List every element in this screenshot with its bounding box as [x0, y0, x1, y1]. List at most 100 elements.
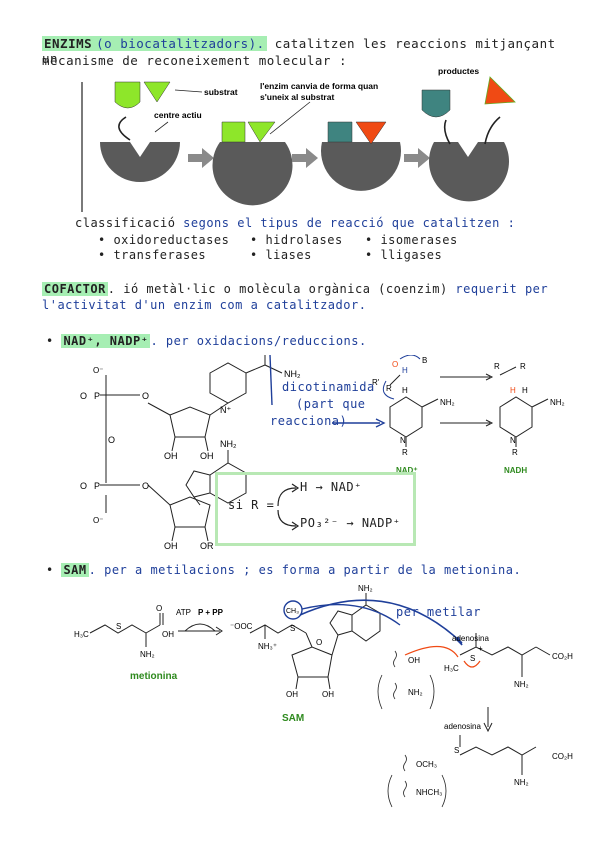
substrate-piece-1 — [114, 81, 141, 109]
nad-reactant-ring — [389, 396, 423, 438]
adenine-ring-2 — [185, 470, 211, 498]
chem-nh2-prod: NH₂ — [514, 680, 529, 689]
chem-nh2-met: NH₂ — [140, 650, 155, 659]
nad-structure: O⁻ P O O P O O O⁻ O NH₂ N⁺ OH OH NH₂ OH … — [80, 355, 565, 551]
centre-actiu-label: centre actiu — [154, 110, 202, 120]
enzims-rest: catalitzen les reaccions mitjançant un — [42, 36, 556, 66]
enzyme-diagram: substrat centre actiu l'enzim canvia de … — [81, 66, 516, 212]
note-leader — [269, 101, 311, 135]
cofactor-line1: COFACTOR. ió metàl·lic o molècula orgàni… — [42, 282, 549, 296]
chem-h-1: H — [402, 386, 408, 395]
ppp-label: P + PP — [198, 608, 224, 617]
bound-product-3a — [327, 121, 353, 143]
pyridine-ring — [209, 362, 247, 404]
chem-oh-nuc: OH — [408, 656, 420, 665]
chem-o-sam: O — [316, 638, 322, 647]
chem-r-5: R — [512, 448, 518, 457]
box-si: si R = — [228, 498, 275, 512]
chem-o-1: O — [80, 391, 87, 401]
chem-o-minus-2: O⁻ — [93, 516, 103, 525]
enzyme-shape-3 — [321, 142, 401, 191]
chem-o-3: O — [80, 481, 87, 491]
chem-h3c-1: H₃C — [74, 630, 89, 639]
class-item-6: • lligases — [365, 248, 443, 262]
chem-n-2: N — [510, 436, 516, 445]
class-item-5: • liases — [250, 248, 312, 262]
chem-o-4: O — [142, 481, 149, 491]
box-branch-arrows — [277, 483, 300, 531]
note-label-2: s'uneix al substrat — [260, 92, 334, 102]
chem-o-mech: O — [392, 360, 398, 369]
chem-nhch3: NHCH₃ — [416, 788, 442, 797]
sam-heading: • SAM. per a metilacions ; es forma a pa… — [46, 563, 522, 577]
r-substituent-box — [215, 472, 416, 546]
per-metilar-arrow — [299, 599, 463, 644]
chem-nh2-3: NH₂ — [440, 398, 455, 407]
substrate-piece-2 — [143, 81, 171, 103]
red-curve-arrow — [404, 645, 459, 658]
atp-label: ATP — [176, 608, 191, 617]
enzims-line2: mecanisme de reconeixement molecular : — [42, 53, 347, 68]
nadh-ring — [499, 396, 533, 438]
centre-actiu-leader — [154, 121, 169, 133]
metionina-label: metionina — [130, 671, 178, 682]
chem-h-mech: H — [402, 366, 408, 375]
chem-oh-sam-2: OH — [322, 690, 334, 699]
chem-nh3: NH₃⁺ — [258, 642, 277, 651]
nad-term: NAD⁺, NADP⁺ — [61, 334, 151, 348]
classif-rest: segons el tipus de reacció que catalitze… — [183, 216, 516, 230]
adenosina-label-1: adenosina — [452, 634, 489, 643]
chem-h3c-prod: H₃C — [444, 664, 459, 673]
chem-nh2-sam: NH₂ — [358, 585, 373, 593]
class-item-3: • isomerases — [365, 233, 458, 247]
chem-oh-sam-1: OH — [286, 690, 298, 699]
mech-curved-arrow — [382, 380, 395, 400]
chem-nh2-2: NH₂ — [220, 439, 237, 449]
product-teal — [421, 89, 451, 118]
chem-nplus: N⁺ — [220, 405, 231, 415]
class-item-4: • transferases — [98, 248, 207, 262]
chem-r-2: R — [402, 448, 408, 457]
nad-label: NAD⁺ — [396, 466, 418, 475]
productes-label: productes — [438, 66, 479, 76]
ch3-circle — [283, 600, 303, 620]
diagram-curved-arrow-1 — [118, 116, 131, 141]
diagram-curved-arrow-2 — [443, 119, 451, 145]
enzims-term: ENZIMS — [42, 36, 95, 51]
classif-line: classificació segons el tipus de reacció… — [75, 216, 515, 230]
chem-s-bot: S — [454, 746, 459, 755]
bound-substrate-2b — [247, 121, 276, 143]
chem-oh-2: OH — [200, 451, 214, 461]
diagram-curved-arrow-3 — [484, 116, 501, 145]
substrat-leader — [174, 89, 203, 93]
chem-s-1: S — [116, 622, 121, 631]
chem-plus: + — [478, 644, 483, 653]
chem-oh-met: OH — [162, 630, 174, 639]
chem-nh2-nuc: NH₂ — [408, 688, 423, 697]
dicotinamida-2: (part que — [296, 397, 366, 411]
sam-label: SAM — [282, 713, 304, 724]
chem-b: B — [422, 356, 427, 365]
enzyme-shape-4 — [429, 142, 509, 202]
adenosina-label-2: adenosina — [444, 722, 481, 731]
product-orange — [484, 76, 516, 105]
chem-p-2: P — [94, 481, 100, 491]
chem-r-4: R — [520, 362, 526, 371]
chem-nh2-bot: NH₂ — [514, 778, 529, 787]
nadh-label: NADH — [504, 466, 527, 475]
class-item-2: • hidrolases — [250, 233, 343, 247]
chem-oh-3: OH — [164, 541, 178, 551]
enzims-paren: (o biocatalitzadors). — [94, 36, 267, 51]
chem-o-met: O — [156, 604, 162, 613]
chem-r-3: R — [494, 362, 500, 371]
chem-co2h-1: CO₂H — [552, 652, 573, 661]
enzyme-shape-1 — [100, 142, 180, 182]
chem-o-5: O — [108, 435, 115, 445]
chem-nh2-1: NH₂ — [284, 369, 301, 379]
chem-or: OR — [200, 541, 214, 551]
chem-o-2: O — [142, 391, 149, 401]
chem-ooc: ⁻OOC — [230, 622, 253, 631]
dicotinamida-bracket — [269, 355, 273, 406]
chem-rprime: R' — [372, 378, 380, 387]
dicotinamida-3: reacciona) — [270, 414, 348, 428]
